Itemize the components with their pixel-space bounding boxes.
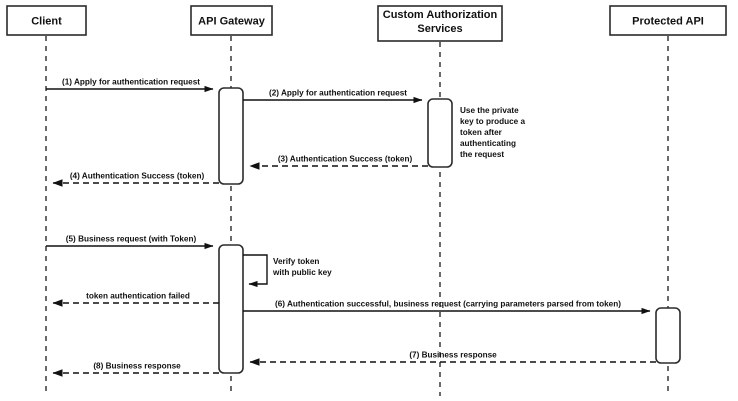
message-token-auth-failed-label: token authentication failed xyxy=(86,292,190,301)
note-verify-token-line-1: Verify token xyxy=(273,257,319,266)
participant-client-label: Client xyxy=(31,15,62,27)
activation-protected-api xyxy=(655,307,681,364)
participant-custom-auth-label-line1: Custom Authorization xyxy=(383,9,498,21)
activation-api-gateway-business xyxy=(218,244,244,374)
message-1[interactable]: (1) Apply for authentication request xyxy=(46,78,214,93)
message-4-label: (4) Authentication Success (token) xyxy=(70,172,205,181)
note-private-key: Use the private key to produce a token a… xyxy=(460,106,526,159)
message-2-label: (2) Apply for authentication request xyxy=(269,89,407,98)
message-1-label: (1) Apply for authentication request xyxy=(62,78,200,87)
note-private-key-line-3: token after xyxy=(460,128,503,137)
message-8-label: (8) Business response xyxy=(93,362,181,371)
activation-custom-auth xyxy=(427,98,453,168)
message-8[interactable]: (8) Business response xyxy=(52,362,219,377)
note-private-key-line-4: authenticating xyxy=(460,139,516,148)
message-7-label: (7) Business response xyxy=(409,351,497,360)
participant-api-gateway-label: API Gateway xyxy=(198,15,266,27)
message-5[interactable]: (5) Business request (with Token) xyxy=(46,235,214,250)
message-self-verify-token[interactable]: Verify token with public key xyxy=(243,254,332,288)
message-6[interactable]: (6) Authentication successful, business … xyxy=(243,300,651,315)
message-token-auth-failed[interactable]: token authentication failed xyxy=(52,292,219,307)
participant-client[interactable]: Client xyxy=(6,5,87,36)
participant-api-gateway[interactable]: API Gateway xyxy=(190,5,273,36)
message-3-label: (3) Authentication Success (token) xyxy=(278,155,413,164)
note-private-key-line-5: the request xyxy=(460,150,504,159)
activation-api-gateway-auth xyxy=(218,87,244,185)
note-private-key-line-1: Use the private xyxy=(460,106,519,115)
message-3[interactable]: (3) Authentication Success (token) xyxy=(249,155,428,170)
message-6-label: (6) Authentication successful, business … xyxy=(275,300,621,309)
message-7[interactable]: (7) Business response xyxy=(249,351,656,366)
message-4[interactable]: (4) Authentication Success (token) xyxy=(52,172,219,187)
note-private-key-line-2: key to produce a xyxy=(460,117,526,126)
note-verify-token-line-2: with public key xyxy=(272,268,332,277)
participant-custom-auth-label-line2: Services xyxy=(417,23,462,35)
participant-protected-api-label: Protected API xyxy=(632,15,704,27)
message-2[interactable]: (2) Apply for authentication request xyxy=(243,89,423,104)
message-5-label: (5) Business request (with Token) xyxy=(66,235,197,244)
participant-custom-auth[interactable]: Custom Authorization Services xyxy=(377,5,503,42)
participant-protected-api[interactable]: Protected API xyxy=(609,5,727,36)
